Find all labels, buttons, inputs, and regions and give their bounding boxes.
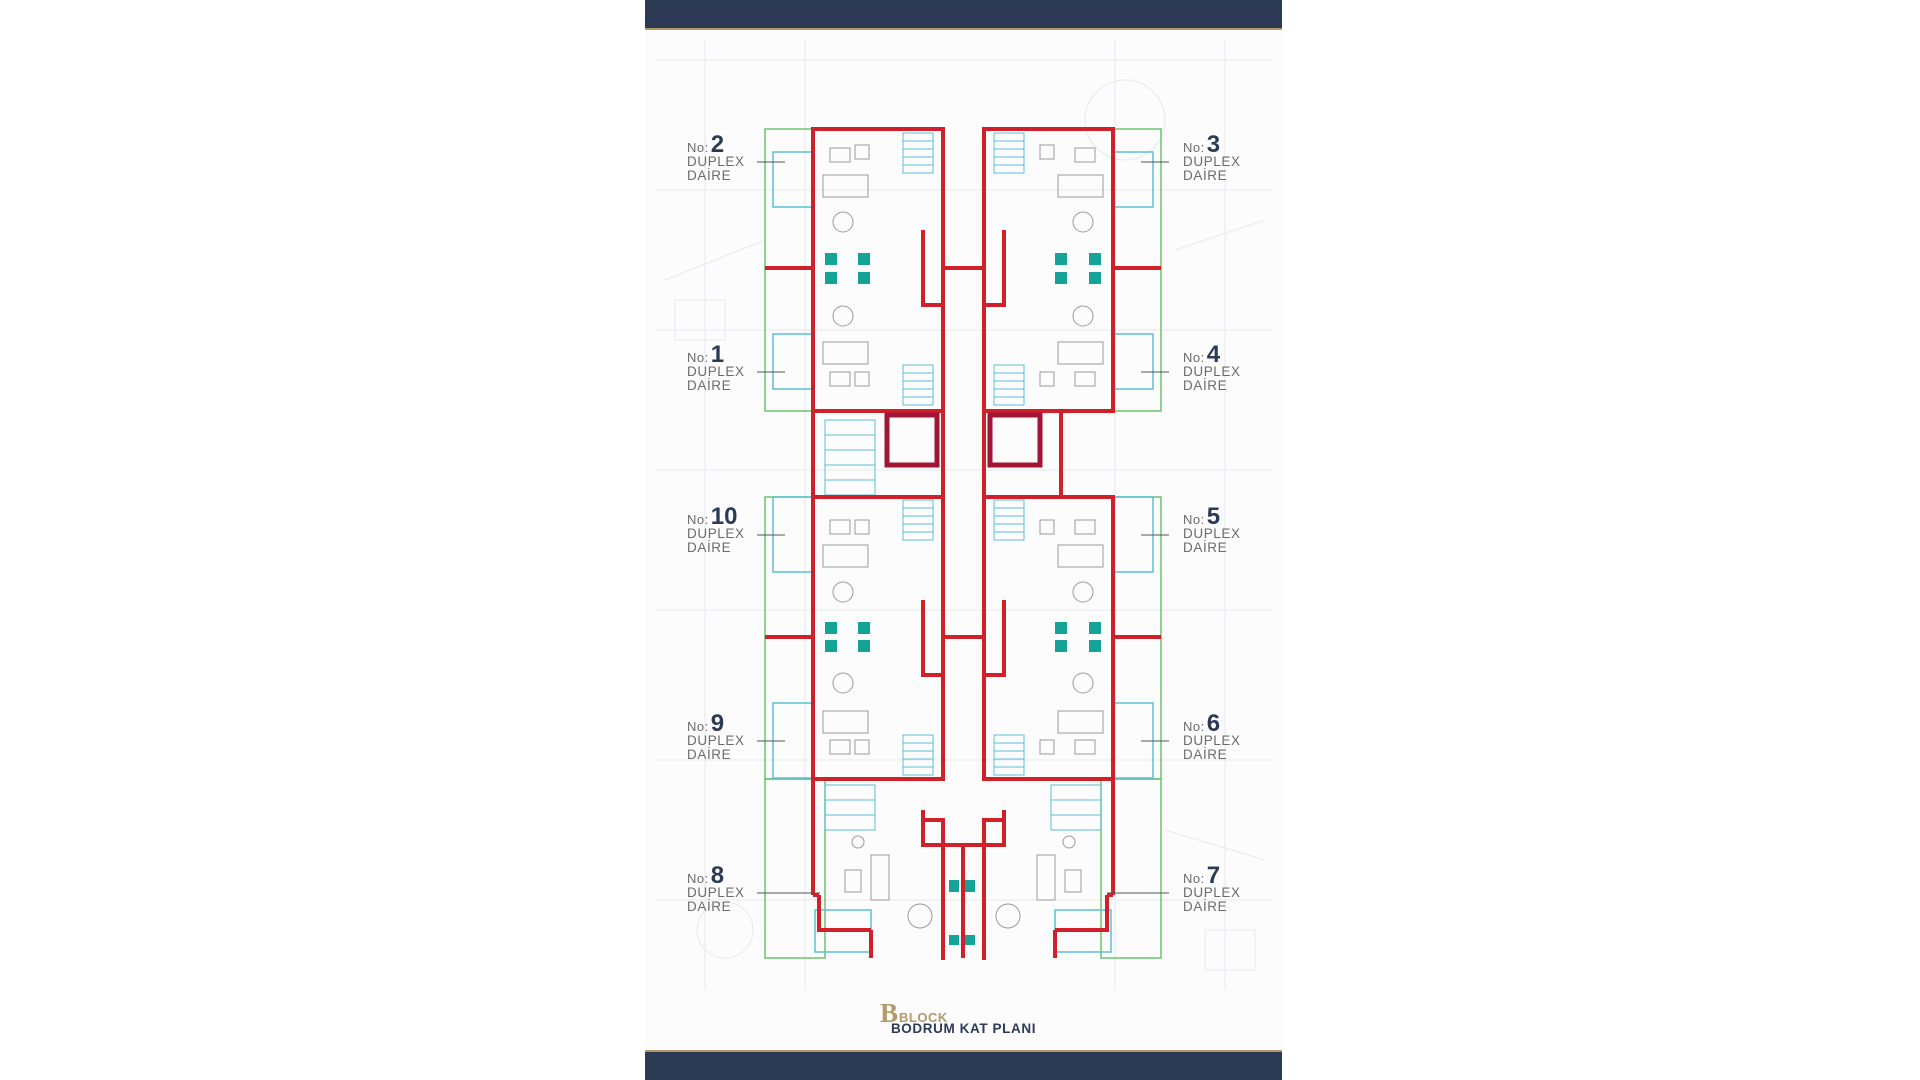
floor-plan-title: BODRUM KAT PLANI: [890, 1021, 1037, 1036]
unit-label-1: No:1 DUPLEX DAİRE: [687, 341, 745, 393]
unit-label-3: No:3 DUPLEX DAİRE: [1183, 131, 1241, 183]
unit-label-10: No:10 DUPLEX DAİRE: [687, 503, 745, 555]
unit-number: 8: [710, 862, 725, 889]
faint-background-drawing: [655, 40, 1272, 990]
top-banner: [645, 0, 1282, 30]
unit-number: 6: [1206, 710, 1221, 737]
unit-number: 5: [1206, 503, 1221, 530]
unit-number: 1: [710, 341, 725, 368]
elevator-shafts: [884, 412, 1043, 468]
unit-label-8: No:8 DUPLEX DAİRE: [687, 862, 745, 914]
unit-number: 3: [1206, 131, 1221, 158]
block-word: BLOCK: [899, 1010, 948, 1025]
walls: [765, 127, 1161, 960]
unit-label-5: No:5 DUPLEX DAİRE: [1183, 503, 1241, 555]
unit-label-4: No:4 DUPLEX DAİRE: [1183, 341, 1241, 393]
unit-number: 4: [1206, 341, 1221, 368]
unit-number: 9: [710, 710, 725, 737]
terrace-outlines: [764, 128, 1162, 959]
unit-label-7: No:7 DUPLEX DAİRE: [1183, 862, 1241, 914]
unit-number: 2: [710, 131, 725, 158]
unit-number: 10: [710, 503, 738, 530]
furniture: [822, 144, 1104, 929]
bottom-banner: [645, 1050, 1282, 1080]
floor-plan-sheet: No:2 DUPLEX DAİRE No:3 DUPLEX DAİRE No:1…: [645, 0, 1282, 1080]
unit-label-2: No:2 DUPLEX DAİRE: [687, 131, 745, 183]
unit-label-9: No:9 DUPLEX DAİRE: [687, 710, 745, 762]
block-title: BBLOCK: [880, 998, 948, 1029]
stairs: [824, 132, 1102, 831]
floor-plan-drawing: [655, 40, 1272, 990]
unit-label-6: No:6 DUPLEX DAİRE: [1183, 710, 1241, 762]
block-letter: B: [880, 998, 899, 1028]
label-leaders: [757, 161, 1169, 894]
unit-number: 7: [1206, 862, 1221, 889]
kitchen-units: [825, 253, 1101, 945]
